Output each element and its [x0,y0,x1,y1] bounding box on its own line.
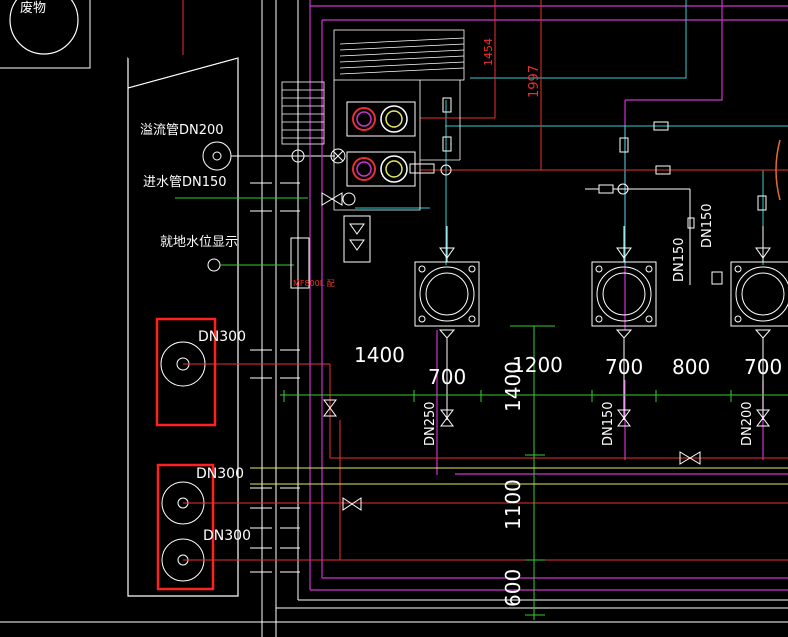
main-pump-1 [414,226,480,420]
level-display [207,258,294,272]
dn300-label-b: DN300 [196,466,244,482]
red-pipes [329,0,788,560]
green-dimension-lines [280,325,788,620]
stair-hatch [281,29,465,211]
level-display-label: 就地水位显示 [160,235,238,250]
dim-1100: 1100 [501,479,525,530]
small-tag: MF800L 配 [290,237,335,289]
pipe-tag-dn250: DN250 [423,401,438,446]
dim-1997: 1997 [527,65,542,98]
control-panel-symbol [343,215,371,263]
inlet-valve [321,192,356,206]
dim-800: 800 [672,355,710,379]
dim-600: 600 [501,569,525,607]
main-pump-2 [591,226,657,420]
dn300-label-a: DN300 [198,329,246,345]
dn300-outlet-upper: DN300 [155,317,330,427]
dn300-outlet-lower: DN300 DN300 [156,463,788,591]
dim-1400-vertical: 1400 [501,361,525,412]
overflow-pipe [202,141,346,171]
corner-equipment: 废物 [0,0,91,69]
pump-discharge-valves [323,399,770,511]
wall-sleeves [250,182,300,573]
water-tank [127,57,239,597]
pipe-tag-dn150-vert-b: DN150 [700,203,715,248]
dim-700-b: 700 [605,355,643,379]
inlet-pipe-label: 进水管DN150 [143,175,227,190]
dim-700-a: 700 [428,365,466,389]
right-edge-arc [775,139,781,201]
main-pump-3 [730,226,788,420]
dim-1200: 1200 [512,353,563,377]
line-valves [442,97,767,285]
pipe-tag-dn150-vert-a: DN150 [672,237,687,282]
small-red-tag: MF800L 配 [293,279,335,288]
pipe-tag-dn200: DN200 [740,401,755,446]
pipe-tag-dn150-bottom: DN150 [601,401,616,446]
dim-1400-horizontal: 1400 [354,343,405,367]
top-pumps [346,101,452,187]
overflow-pipe-label: 溢流管DN200 [140,123,224,138]
corner-label: 废物 [20,0,46,16]
dim-1454: 1454 [482,38,495,66]
dn300-label-c: DN300 [203,528,251,544]
dim-700-c: 700 [744,355,782,379]
yellow-lines [250,467,788,485]
